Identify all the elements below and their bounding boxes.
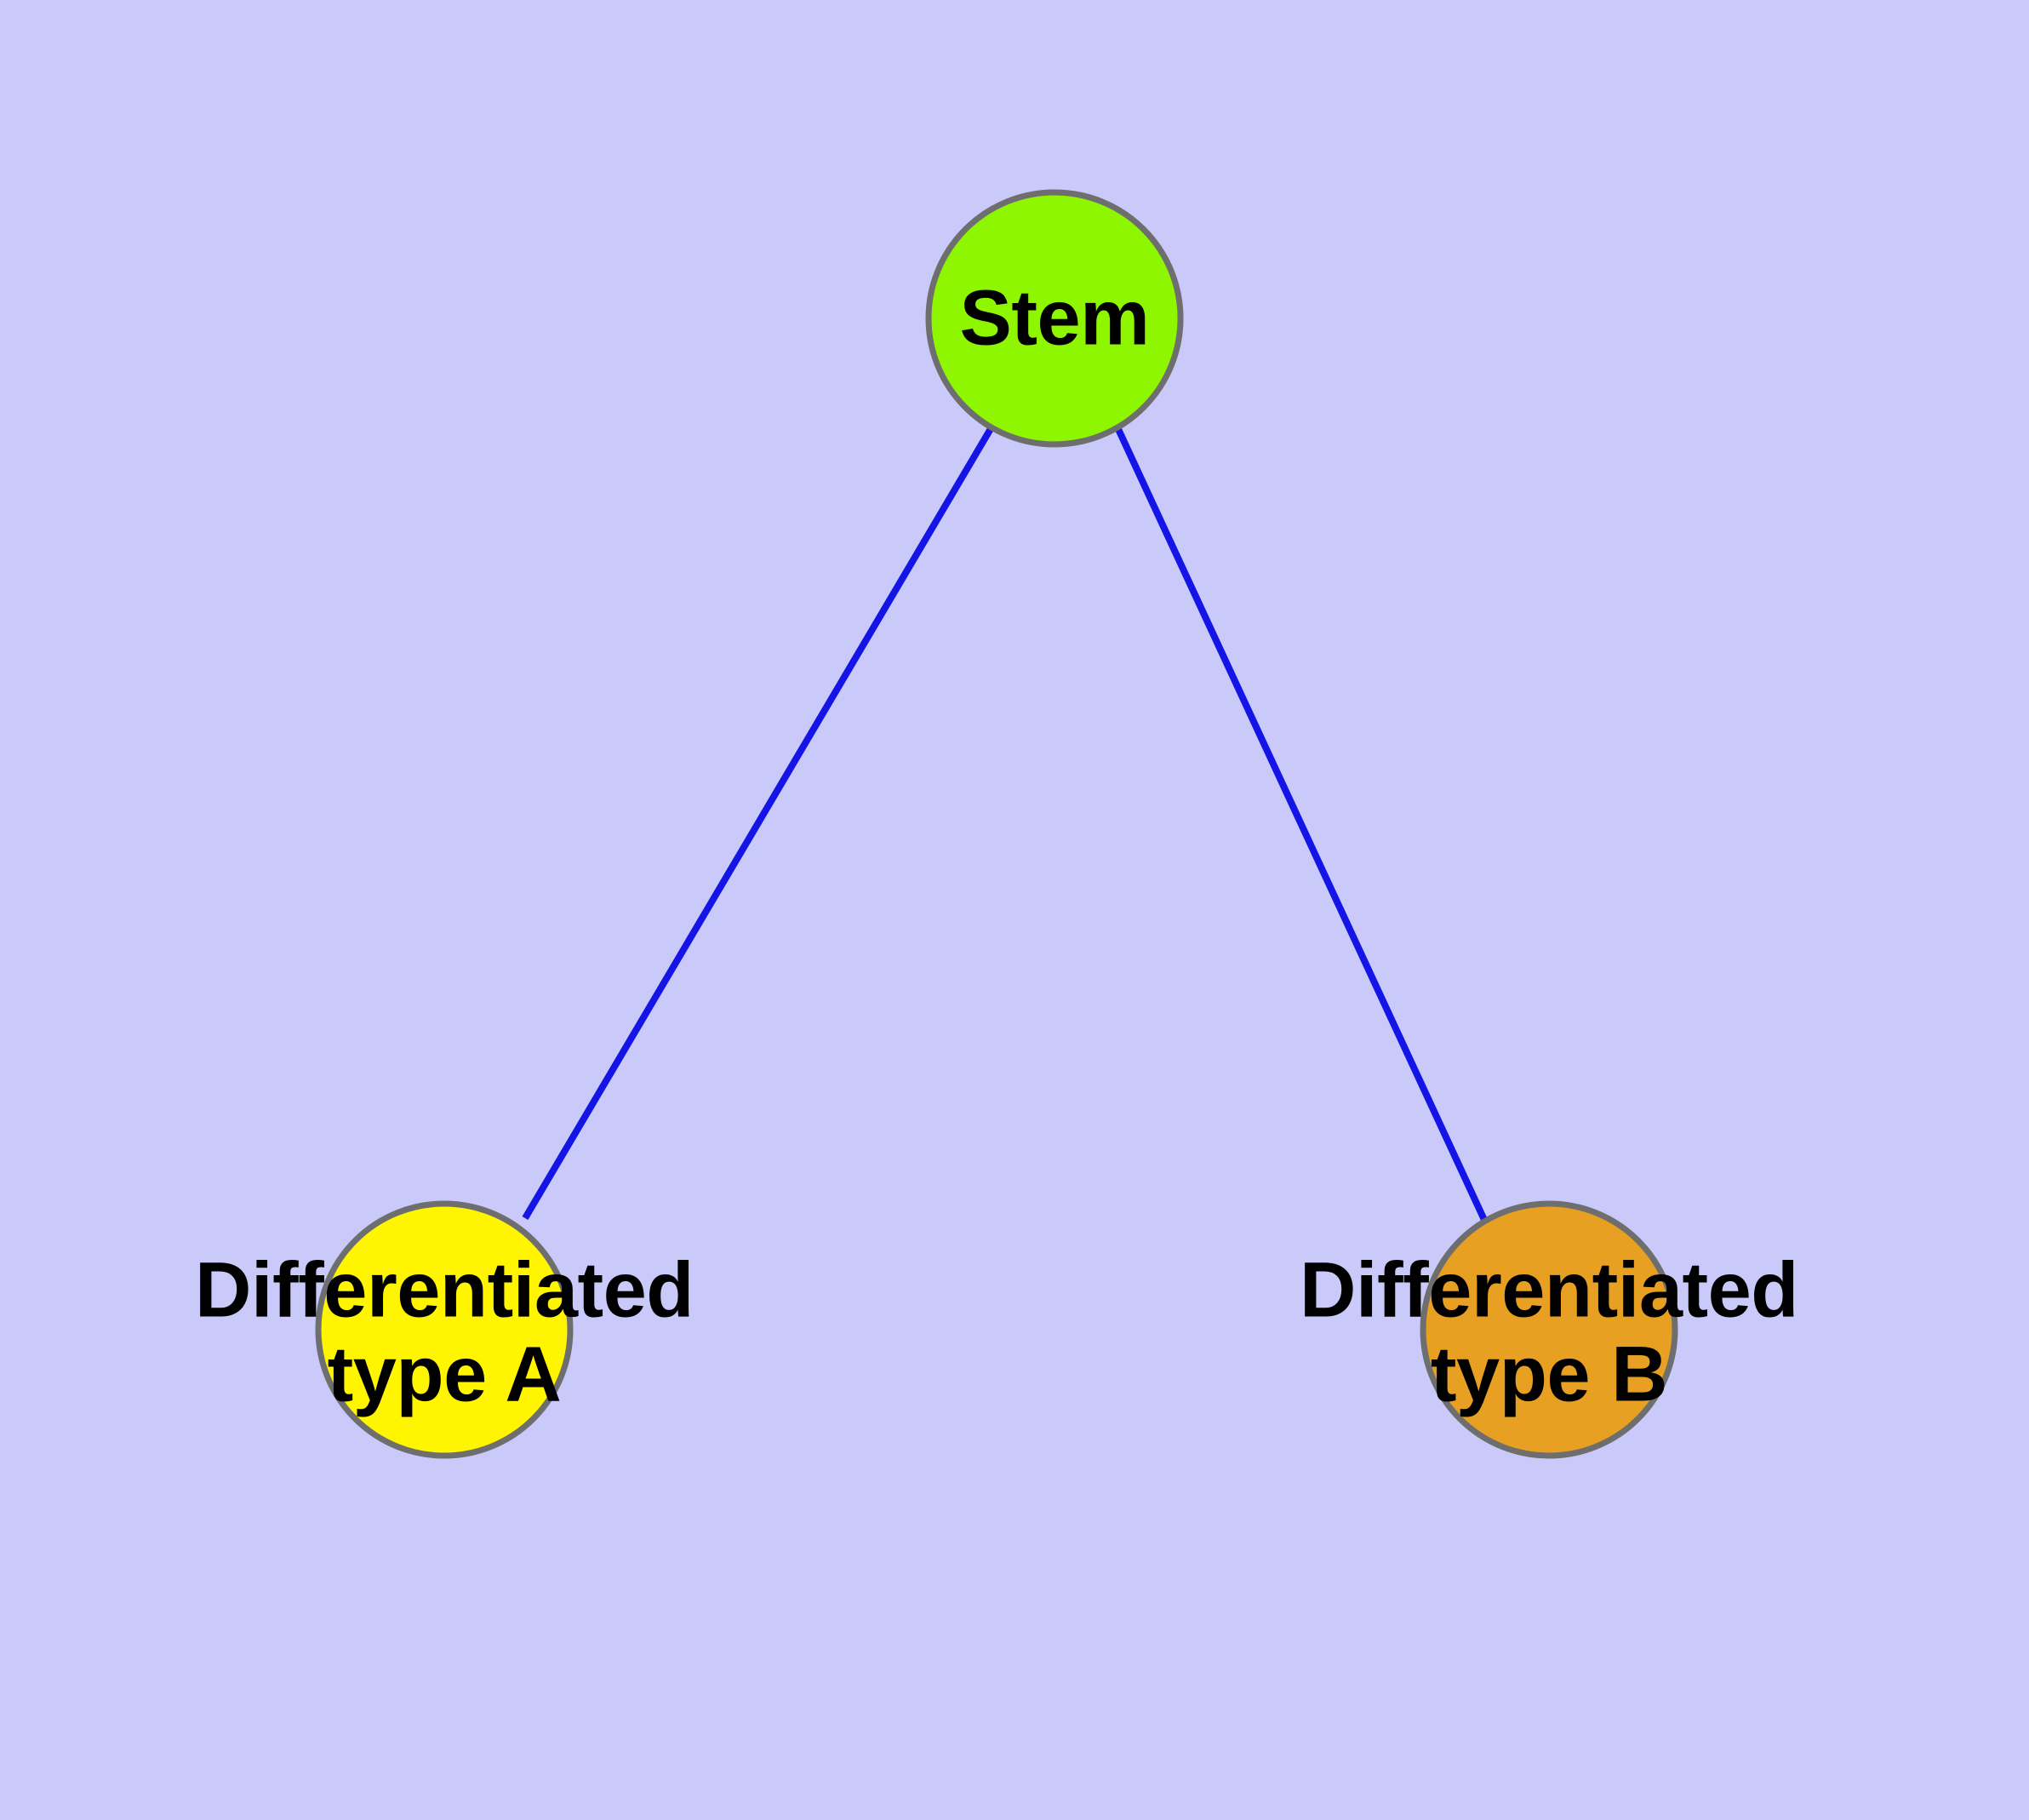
edge-layer [522,425,1488,1222]
edge-stem-to-differentiated-type-b [1114,426,1488,1222]
node-circle-differentiated-type-b[interactable] [1420,1200,1678,1459]
node-circle-stem[interactable] [925,189,1184,448]
node-circle-differentiated-type-a[interactable] [315,1200,574,1459]
edge-stem-to-differentiated-type-a [522,425,995,1221]
node-layer [315,189,1678,1459]
